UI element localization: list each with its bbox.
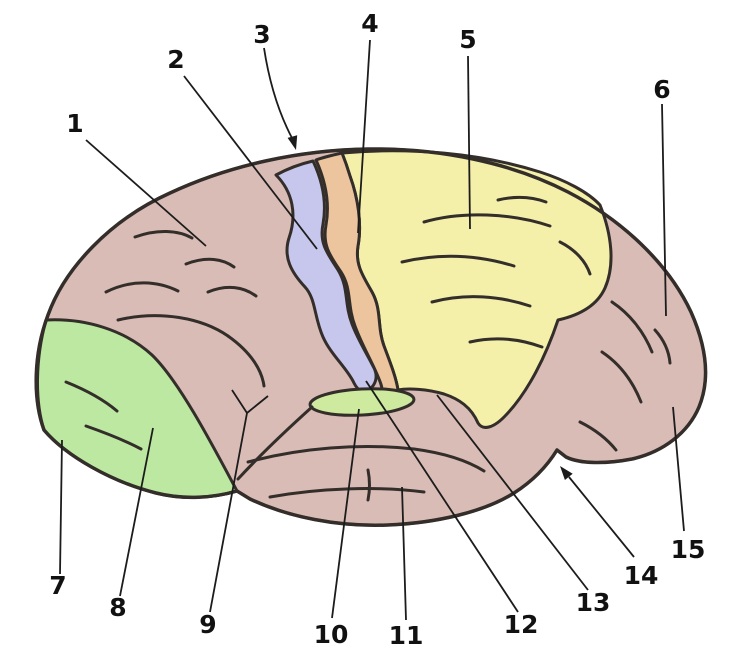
sulcus-line — [430, 295, 532, 308]
leader-line-14 — [568, 476, 635, 558]
sulcus-line — [206, 285, 258, 298]
sulcus-line — [104, 281, 180, 294]
sulcus-line — [653, 328, 672, 365]
leader-line-13 — [436, 394, 589, 591]
sulcus-line — [246, 445, 416, 464]
label-3: 3 — [253, 20, 270, 49]
leader-line-10 — [331, 408, 360, 619]
sulcus-line — [422, 213, 552, 228]
sulcus-line — [468, 337, 544, 349]
leader-arrowhead-3 — [287, 135, 298, 150]
sulcus-line — [84, 424, 143, 451]
label-4: 4 — [361, 9, 378, 38]
leader-line-6 — [661, 103, 667, 317]
leader-line-15 — [672, 406, 685, 532]
leader-line-1 — [85, 139, 207, 247]
label-9: 9 — [199, 610, 216, 639]
label-7: 7 — [49, 571, 66, 600]
label-11: 11 — [389, 621, 424, 650]
postcentral-gyrus-region — [274, 159, 378, 393]
sulcus-line — [184, 257, 236, 269]
sulcus-line — [400, 254, 516, 268]
label-8: 8 — [109, 593, 126, 622]
sulcus-line — [116, 314, 230, 338]
leader-line-2 — [183, 75, 318, 250]
sulcus-line — [600, 350, 643, 404]
leader-lines — [59, 39, 685, 621]
label-12: 12 — [504, 610, 539, 639]
sulcus-line — [610, 300, 654, 354]
leader-arrowhead-14 — [560, 466, 573, 480]
label-13: 13 — [576, 588, 611, 617]
sulcus-line — [226, 334, 266, 388]
leader-line-5 — [467, 55, 471, 230]
leader-line-11 — [401, 486, 407, 621]
leader-line-9 — [209, 389, 269, 613]
sulcus-line — [236, 405, 314, 481]
sulcus-line — [578, 420, 618, 452]
label-15: 15 — [671, 535, 706, 564]
sulcus-line — [558, 240, 592, 276]
number-labels: 1 2 3 4 5 6 7 8 9 10 11 12 13 14 15 — [49, 9, 705, 650]
label-2: 2 — [167, 45, 184, 74]
leader-line-3 — [263, 47, 293, 139]
label-1: 1 — [66, 109, 83, 138]
temporal-gyrus-oval-region — [308, 387, 416, 417]
leader-line-4 — [357, 39, 371, 234]
leader-line-8 — [119, 427, 154, 597]
label-10: 10 — [314, 620, 349, 649]
sulcus-line — [133, 230, 194, 240]
leader-line-12 — [365, 380, 519, 613]
sulcus-line — [64, 380, 119, 413]
label-6: 6 — [653, 75, 670, 104]
sulcus-line — [496, 196, 548, 204]
sulcus-line — [366, 468, 371, 502]
label-5: 5 — [459, 25, 476, 54]
leader-line-7 — [59, 439, 63, 575]
sulcus-line — [412, 447, 486, 473]
brain-outline — [34, 147, 708, 528]
label-14: 14 — [624, 561, 659, 590]
